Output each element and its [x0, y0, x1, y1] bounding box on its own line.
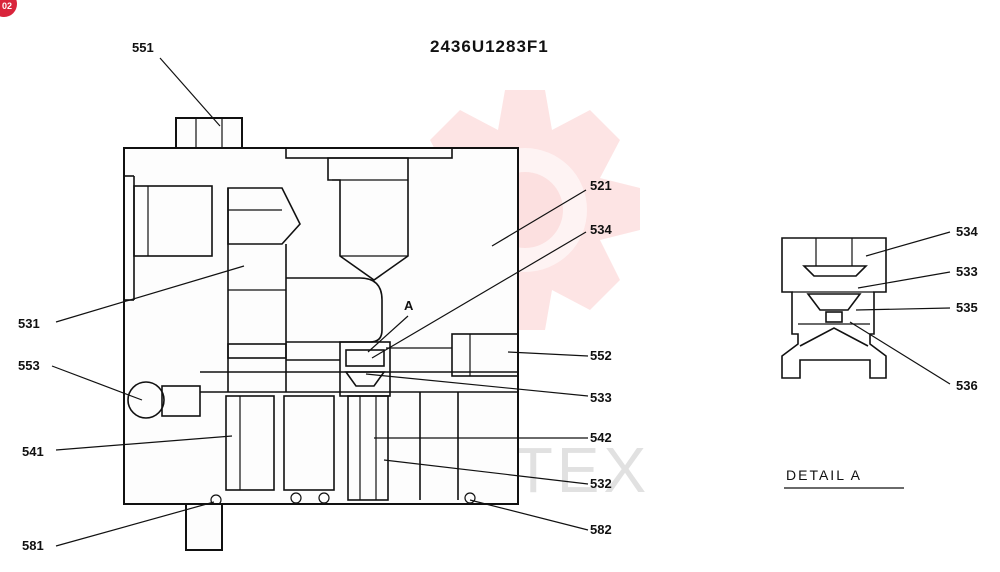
label-552: 552 [590, 348, 612, 363]
svg-text:02: 02 [2, 1, 12, 11]
label-531: 531 [18, 316, 40, 331]
label-521: 521 [590, 178, 612, 193]
detail-labels: 534 533 535 536 [849, 224, 978, 393]
valve-body [123, 117, 519, 551]
detail-label-535: 535 [956, 300, 978, 315]
label-551: 551 [132, 40, 154, 55]
detail-marker: A [404, 298, 414, 313]
label-533: 533 [590, 390, 612, 405]
label-582: 582 [590, 522, 612, 537]
corner-badge: 02 [0, 0, 17, 17]
label-581: 581 [22, 538, 44, 553]
label-534: 534 [590, 222, 612, 237]
label-532: 532 [590, 476, 612, 491]
detail-caption: DETAIL A [786, 467, 862, 483]
part-labels: 551 521 534 531 553 552 533 541 542 532 … [18, 40, 612, 553]
detail-label-536: 536 [956, 378, 978, 393]
label-541: 541 [22, 444, 44, 459]
label-553: 553 [18, 358, 40, 373]
detail-a-view [781, 237, 887, 379]
detail-label-533: 533 [956, 264, 978, 279]
label-542: 542 [590, 430, 612, 445]
detail-label-534: 534 [956, 224, 978, 239]
drawing-number: 2436U1283F1 [430, 37, 549, 56]
